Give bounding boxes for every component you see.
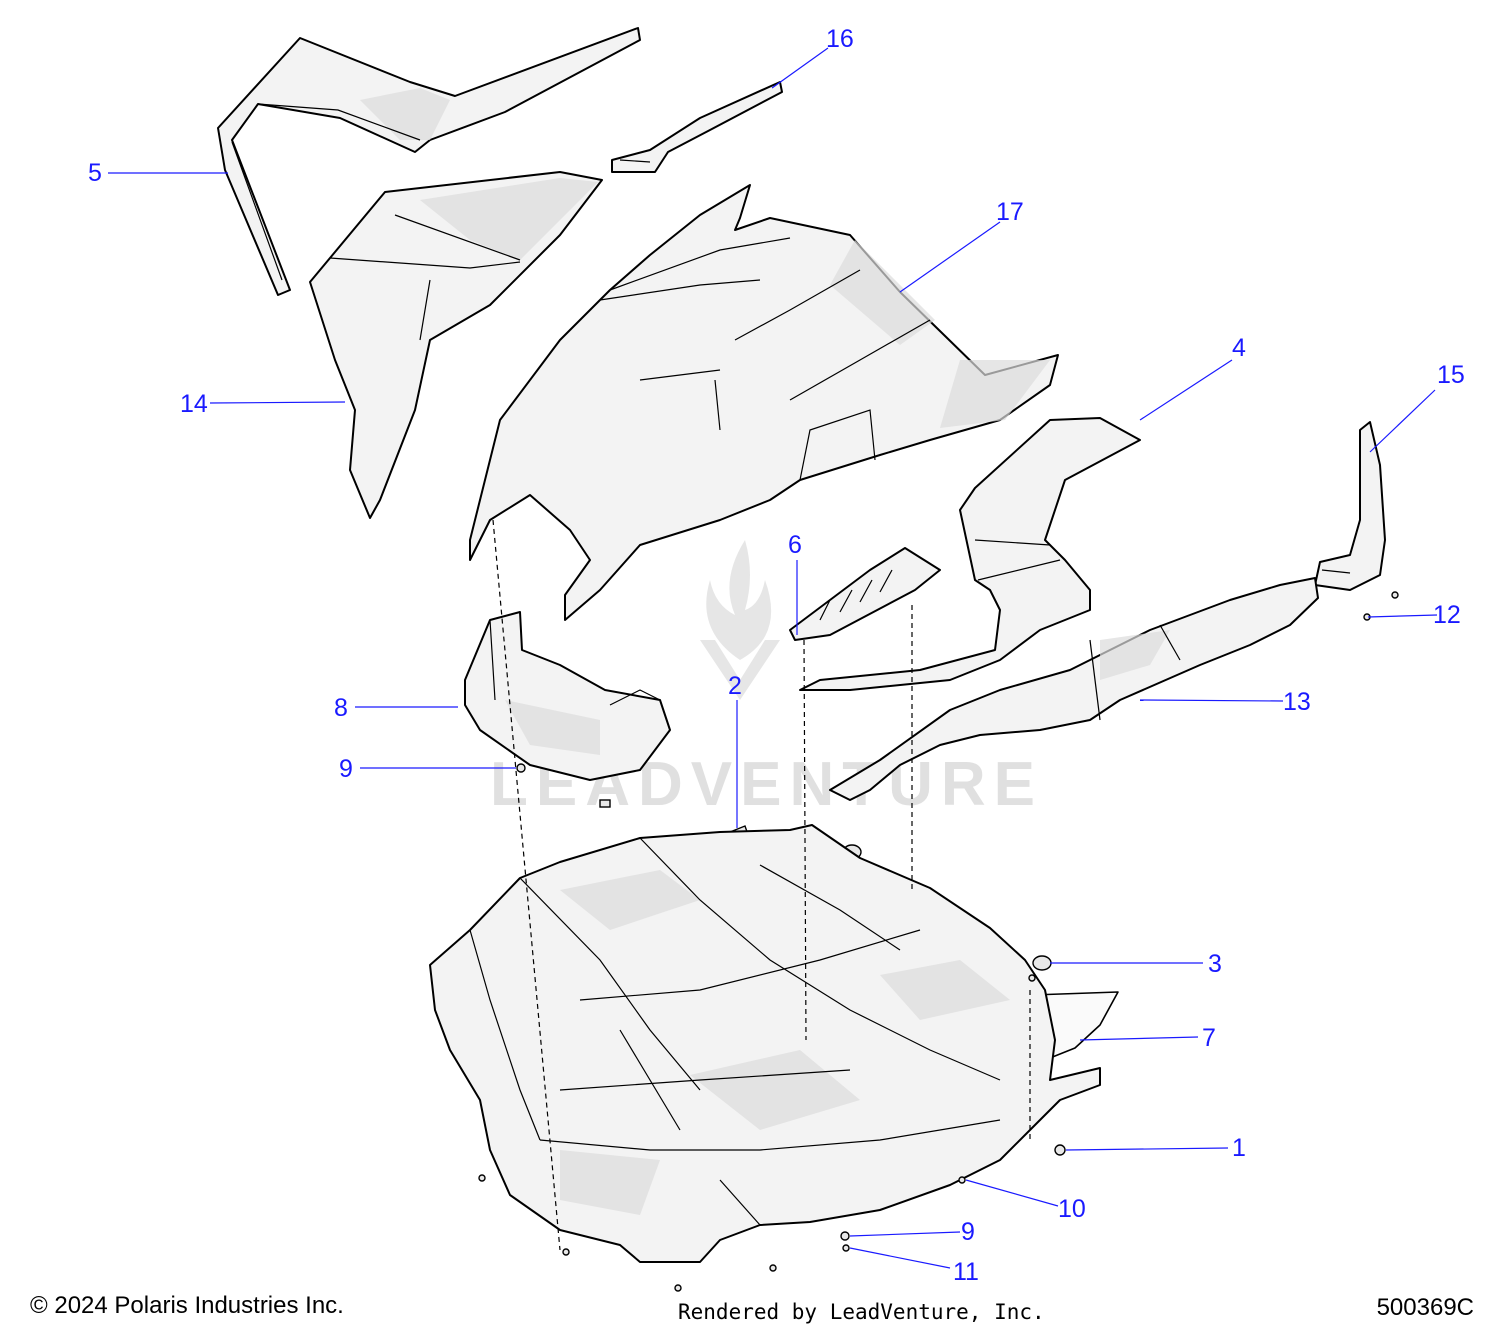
part-4-side-panel: [799, 417, 1141, 691]
part-1-chassis-frame: [429, 824, 1101, 1263]
callout-2[interactable]: 2: [728, 672, 742, 700]
part-6-vent-grille: [789, 547, 941, 641]
fastener-9-upper: [516, 763, 526, 773]
callout-15[interactable]: 15: [1437, 361, 1465, 389]
callout-16[interactable]: 16: [826, 25, 854, 53]
callout-6[interactable]: 6: [788, 531, 802, 559]
part-8-bracket: [464, 611, 671, 781]
fastener-bottom-d: [478, 1174, 486, 1182]
copyright-text: © 2024 Polaris Industries Inc.: [30, 1292, 344, 1319]
callout-1[interactable]: 1: [1232, 1134, 1246, 1162]
fastener-bottom-c: [769, 1264, 777, 1272]
fastener-1: [1054, 1144, 1066, 1156]
callout-5[interactable]: 5: [88, 159, 102, 187]
callout-17[interactable]: 17: [996, 198, 1024, 226]
part-5-cowl-trim: [217, 27, 641, 296]
nut-upper: [599, 799, 611, 808]
fastener-bottom-b: [674, 1284, 682, 1292]
part-15-right-trim: [1314, 421, 1386, 591]
fastener-7: [1028, 974, 1036, 982]
callout-3[interactable]: 3: [1208, 950, 1222, 978]
callout-7[interactable]: 7: [1202, 1024, 1216, 1052]
fastener-11: [842, 1244, 850, 1252]
callouts: 5 16 17 14 4 15 6 12 13 8 2 9 3 7 1 10 9…: [88, 25, 1465, 1286]
fastener-9-lower: [840, 1231, 850, 1241]
callout-13[interactable]: 13: [1283, 688, 1311, 716]
callout-8[interactable]: 8: [334, 694, 348, 722]
leader-lines: [108, 47, 1438, 1269]
callout-9-upper[interactable]: 9: [339, 755, 353, 783]
assembly-guide-lines: [492, 519, 1031, 1251]
fastener-12-b: [1391, 591, 1399, 599]
part-17-hood-panel: [469, 184, 1059, 621]
callout-14[interactable]: 14: [180, 390, 208, 418]
callout-11[interactable]: 11: [953, 1258, 979, 1286]
part-16-trim-piece: [611, 81, 783, 173]
callout-9-lower[interactable]: 9: [961, 1218, 975, 1246]
part-13-lower-side-panel: [829, 577, 1319, 801]
fastener-bottom-a: [562, 1248, 570, 1256]
callout-4[interactable]: 4: [1232, 334, 1246, 362]
callout-12[interactable]: 12: [1433, 601, 1461, 629]
rendered-by-text: Rendered by LeadVenture, Inc.: [678, 1300, 1045, 1324]
fastener-10: [958, 1176, 966, 1184]
part-14-side-panel: [309, 171, 603, 519]
diagram-part-number: 500369C: [1376, 1294, 1474, 1321]
fasteners: [478, 591, 1399, 1292]
callout-10[interactable]: 10: [1058, 1195, 1086, 1223]
